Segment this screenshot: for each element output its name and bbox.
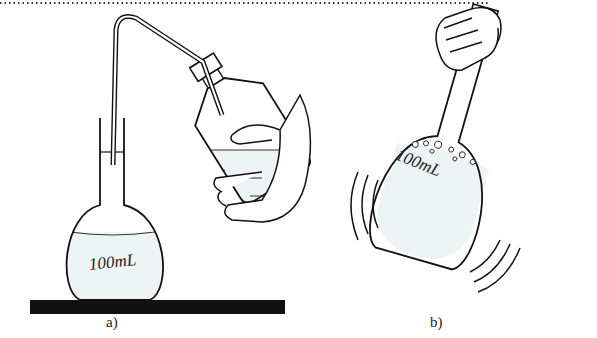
shaken-flask <box>362 0 537 273</box>
panel-label: a) <box>106 314 118 331</box>
bench <box>30 300 285 314</box>
hand <box>436 8 501 71</box>
panel-label: b) <box>430 314 443 331</box>
vibration-marks <box>351 172 520 292</box>
dotted-rule <box>0 2 490 4</box>
wash-bottle <box>113 17 320 241</box>
hand <box>214 95 310 222</box>
